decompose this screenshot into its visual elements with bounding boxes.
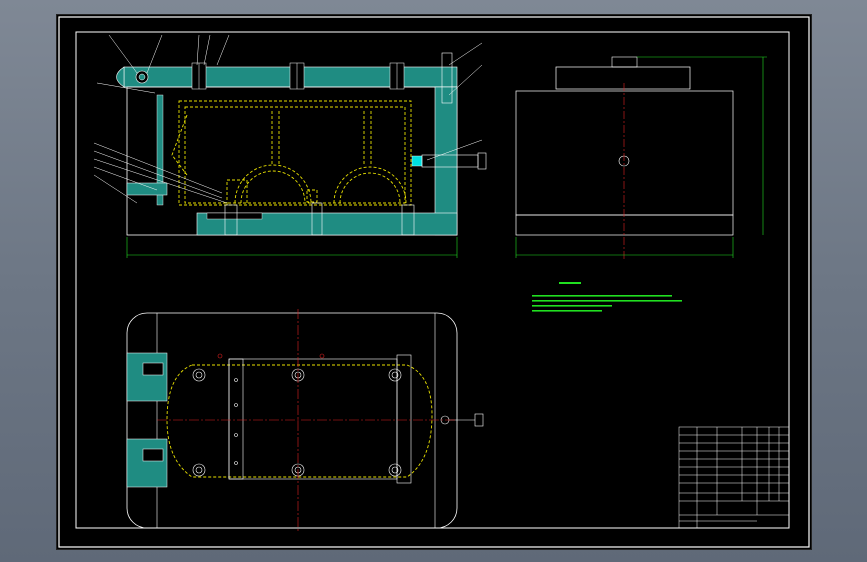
top-view <box>126 309 484 532</box>
technical-notes <box>532 282 682 312</box>
top-view-bolts <box>192 353 402 477</box>
title-block <box>678 426 790 529</box>
locating-pin <box>441 52 453 104</box>
side-base <box>515 214 734 236</box>
cad-viewport[interactable] <box>56 14 812 550</box>
side-view <box>515 56 767 260</box>
top-view-centerlines <box>157 309 457 532</box>
left-clamp-arm <box>116 66 125 88</box>
leader-lines <box>93 34 483 204</box>
top-view-hidden-outline <box>166 364 433 478</box>
workpiece-hidden <box>171 100 412 206</box>
clamp-screw <box>421 152 487 170</box>
top-view-base <box>126 312 458 529</box>
left-wall <box>156 94 164 206</box>
drawing-canvas <box>58 16 810 548</box>
sheet-border <box>58 16 810 548</box>
top-bolts <box>191 62 405 90</box>
side-dimension <box>515 56 767 258</box>
top-view-workpiece <box>228 358 398 480</box>
drawing-frame <box>75 31 790 529</box>
side-top-plate <box>555 66 691 90</box>
side-body <box>515 90 734 216</box>
front-dimension <box>126 237 458 258</box>
front-section-view <box>93 34 487 258</box>
left-clamps <box>126 352 168 488</box>
clamp-pad <box>411 155 423 167</box>
